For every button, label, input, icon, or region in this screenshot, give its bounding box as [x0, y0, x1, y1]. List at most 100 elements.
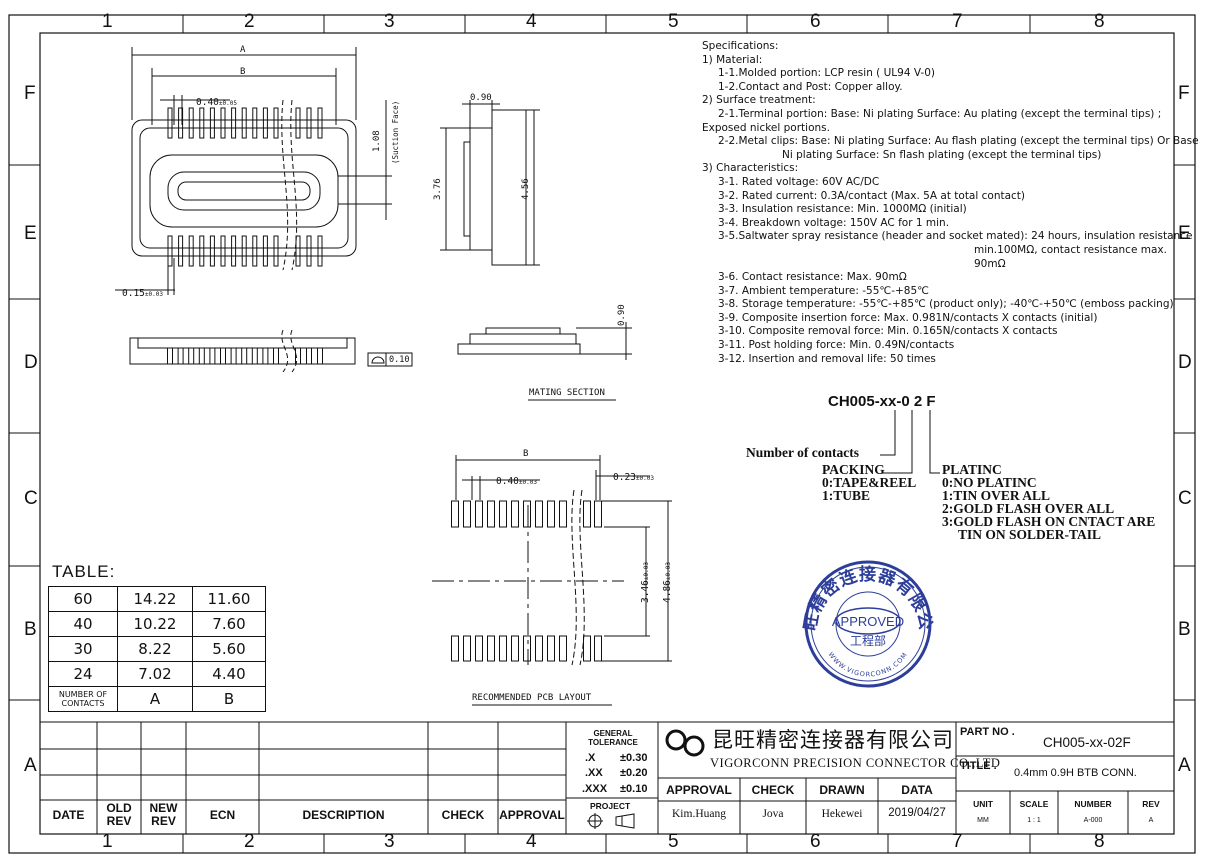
number-of-contacts-label: Number of contacts	[746, 445, 859, 460]
drawn-value: Hekewei	[821, 808, 863, 820]
dimension-table: 60 14.22 11.60 40 10.22 7.60 30 8.22 5.6…	[48, 586, 266, 712]
rev-header-date: DATE	[52, 808, 85, 822]
rev-header-ecn: ECN	[209, 808, 236, 822]
table-cell: 8.22	[117, 636, 193, 662]
general-tolerance-title: GENERAL TOLERANCE	[588, 729, 638, 747]
scale-value: 1 : 1	[1027, 817, 1041, 824]
pcb-pad-width-tolerance: ±0.03	[635, 475, 654, 482]
approved-stamp	[804, 560, 932, 688]
rev-header-approval: APPROVAL	[499, 808, 565, 822]
pcb-dim-346: 3.46±0.03	[633, 562, 652, 603]
dim-090-mating: 0.90	[617, 304, 627, 326]
zone-column-label: 2	[244, 831, 255, 852]
approval-header: APPROVAL	[666, 783, 732, 797]
spec-line: 3-10. Composite removal force: Min. 0.16…	[718, 325, 1058, 338]
zone-row-label: A	[24, 755, 37, 776]
pcb-dim-486-value: 4.86	[662, 580, 673, 603]
packing-block: PACKING 0:TAPE&REEL 1:TUBE	[822, 463, 916, 503]
zone-column-label: 3	[384, 831, 395, 852]
suction-face-label: (Suction Face)	[391, 100, 400, 164]
spec-line: 3-3. Insulation resistance: Min. 1000MΩ …	[718, 203, 967, 216]
zone-row-label: E	[24, 223, 37, 244]
table-cell: 14.22	[117, 586, 193, 612]
pcb-dim-346-tolerance: ±0.03	[643, 562, 650, 581]
tolerance-x-value: ±0.30	[620, 752, 648, 764]
zone-column-label: 1	[102, 11, 113, 32]
tolerance-xx-value: ±0.20	[620, 767, 648, 779]
unit-header: UNIT	[973, 799, 993, 809]
spec-line: 3-2. Rated current: 0.3A/contact (Max. 5…	[718, 189, 1026, 202]
rev-header-new-rev: NEW REV	[149, 801, 178, 828]
pcb-dim-346-value: 3.46	[640, 580, 651, 603]
plating-title: PLATINC	[942, 462, 1002, 477]
scale-header: SCALE	[1019, 799, 1049, 809]
spec-line: 2-2.Metal clips: Base: Ni plating Surfac…	[718, 135, 1199, 148]
table-cell: 7.60	[192, 611, 266, 637]
pcb-pitch-value: 0.40	[496, 476, 519, 487]
height-108-label: 1.08	[372, 130, 382, 152]
spec-line: 3-5.Saltwater spray resistance (header a…	[718, 230, 1193, 243]
tolerance-xxx-label: .XXX	[582, 783, 608, 795]
packing-option: 1:TUBE	[822, 488, 871, 503]
tolerance-x-label: .X	[585, 752, 596, 764]
table-row: 24 7.02 4.40	[48, 661, 266, 687]
zone-row-label: C	[24, 488, 38, 509]
rev-header-check: CHECK	[441, 808, 485, 822]
table-title: TABLE:	[52, 562, 116, 581]
plating-block: PLATINC 0:NO PLATINC 1:TIN OVER ALL 2:GO…	[942, 462, 1155, 542]
table-row: 60 14.22 11.60	[48, 586, 266, 612]
title-value: 0.4mm 0.9H BTB CONN.	[1014, 767, 1137, 779]
title-block	[40, 721, 1174, 834]
spec-line: 90mΩ	[974, 257, 1006, 270]
part-code-leaders	[880, 410, 940, 474]
spec-line: 3-12. Insertion and removal life: 50 tim…	[718, 352, 936, 365]
check-header: CHECK	[751, 783, 795, 797]
dim-b-label: B	[240, 67, 246, 77]
table-footer-cell: B	[192, 686, 266, 712]
zone-row-label: A	[1178, 755, 1191, 776]
zone-column-label: 3	[384, 11, 395, 32]
spec-line: 3) Characteristics:	[702, 162, 799, 175]
mating-section-drawing	[457, 322, 632, 401]
project-label: PROJECT	[590, 801, 631, 811]
rev-header: REV	[1142, 799, 1160, 809]
approval-value: Kim.Huang	[672, 808, 726, 820]
spec-line: Exposed nickel portions.	[702, 121, 830, 134]
zone-row-label: F	[1178, 83, 1190, 104]
pcb-pitch-tolerance: ±0.03	[518, 479, 537, 486]
zone-column-label: 5	[668, 831, 679, 852]
pitch-dim: 0.40±0.05	[196, 90, 237, 109]
spec-line: 3-9. Composite insertion force: Max. 0.9…	[718, 311, 1098, 324]
pcb-dim-486: 4.86±0.03	[655, 562, 674, 603]
pcb-pad-width-dim: 0.23±0.03	[613, 465, 654, 484]
zone-row-label: F	[24, 83, 36, 104]
table-cell: 4.40	[192, 661, 266, 687]
spec-line: 2) Surface treatment:	[702, 94, 816, 107]
rev-header-description: DESCRIPTION	[302, 808, 385, 822]
zone-column-label: 1	[102, 831, 113, 852]
spec-line: 3-11. Post holding force: Min. 0.49N/con…	[718, 339, 955, 352]
table-cell: 11.60	[192, 586, 266, 612]
title-label: TITLE .	[960, 760, 997, 772]
table-cell: 7.02	[117, 661, 193, 687]
spec-line: Ni plating Surface: Sn flash plating (ex…	[782, 148, 1102, 161]
pitch-value: 0.40	[196, 97, 219, 108]
company-name-cn: 昆旺精密连接器有限公司	[712, 728, 954, 752]
spec-line: 3-1. Rated voltage: 60V AC/DC	[718, 175, 880, 188]
tolerance-xxx-value: ±0.10	[620, 783, 648, 795]
part-no-value: CH005-xx-02F	[1043, 735, 1131, 750]
number-value: A-000	[1083, 817, 1103, 824]
zone-column-label: 7	[952, 831, 963, 852]
table-row: 30 8.22 5.60	[48, 636, 266, 662]
zone-row-label: E	[1178, 223, 1191, 244]
top-view-drawing	[115, 47, 392, 295]
table-cell: 24	[48, 661, 118, 687]
pcb-layout-caption: RECOMMENDED PCB LAYOUT	[472, 693, 592, 703]
specifications-block: Specifications: 1) Material: 1-1.Molded …	[702, 40, 1199, 366]
part-no-label: PART NO .	[960, 726, 1015, 738]
pcb-layout-drawing	[432, 455, 672, 706]
dim-090-top: 0.90	[470, 93, 492, 103]
spec-line: 1-2.Contact and Post: Copper alloy.	[718, 80, 903, 93]
zone-row-label: C	[1178, 488, 1192, 509]
